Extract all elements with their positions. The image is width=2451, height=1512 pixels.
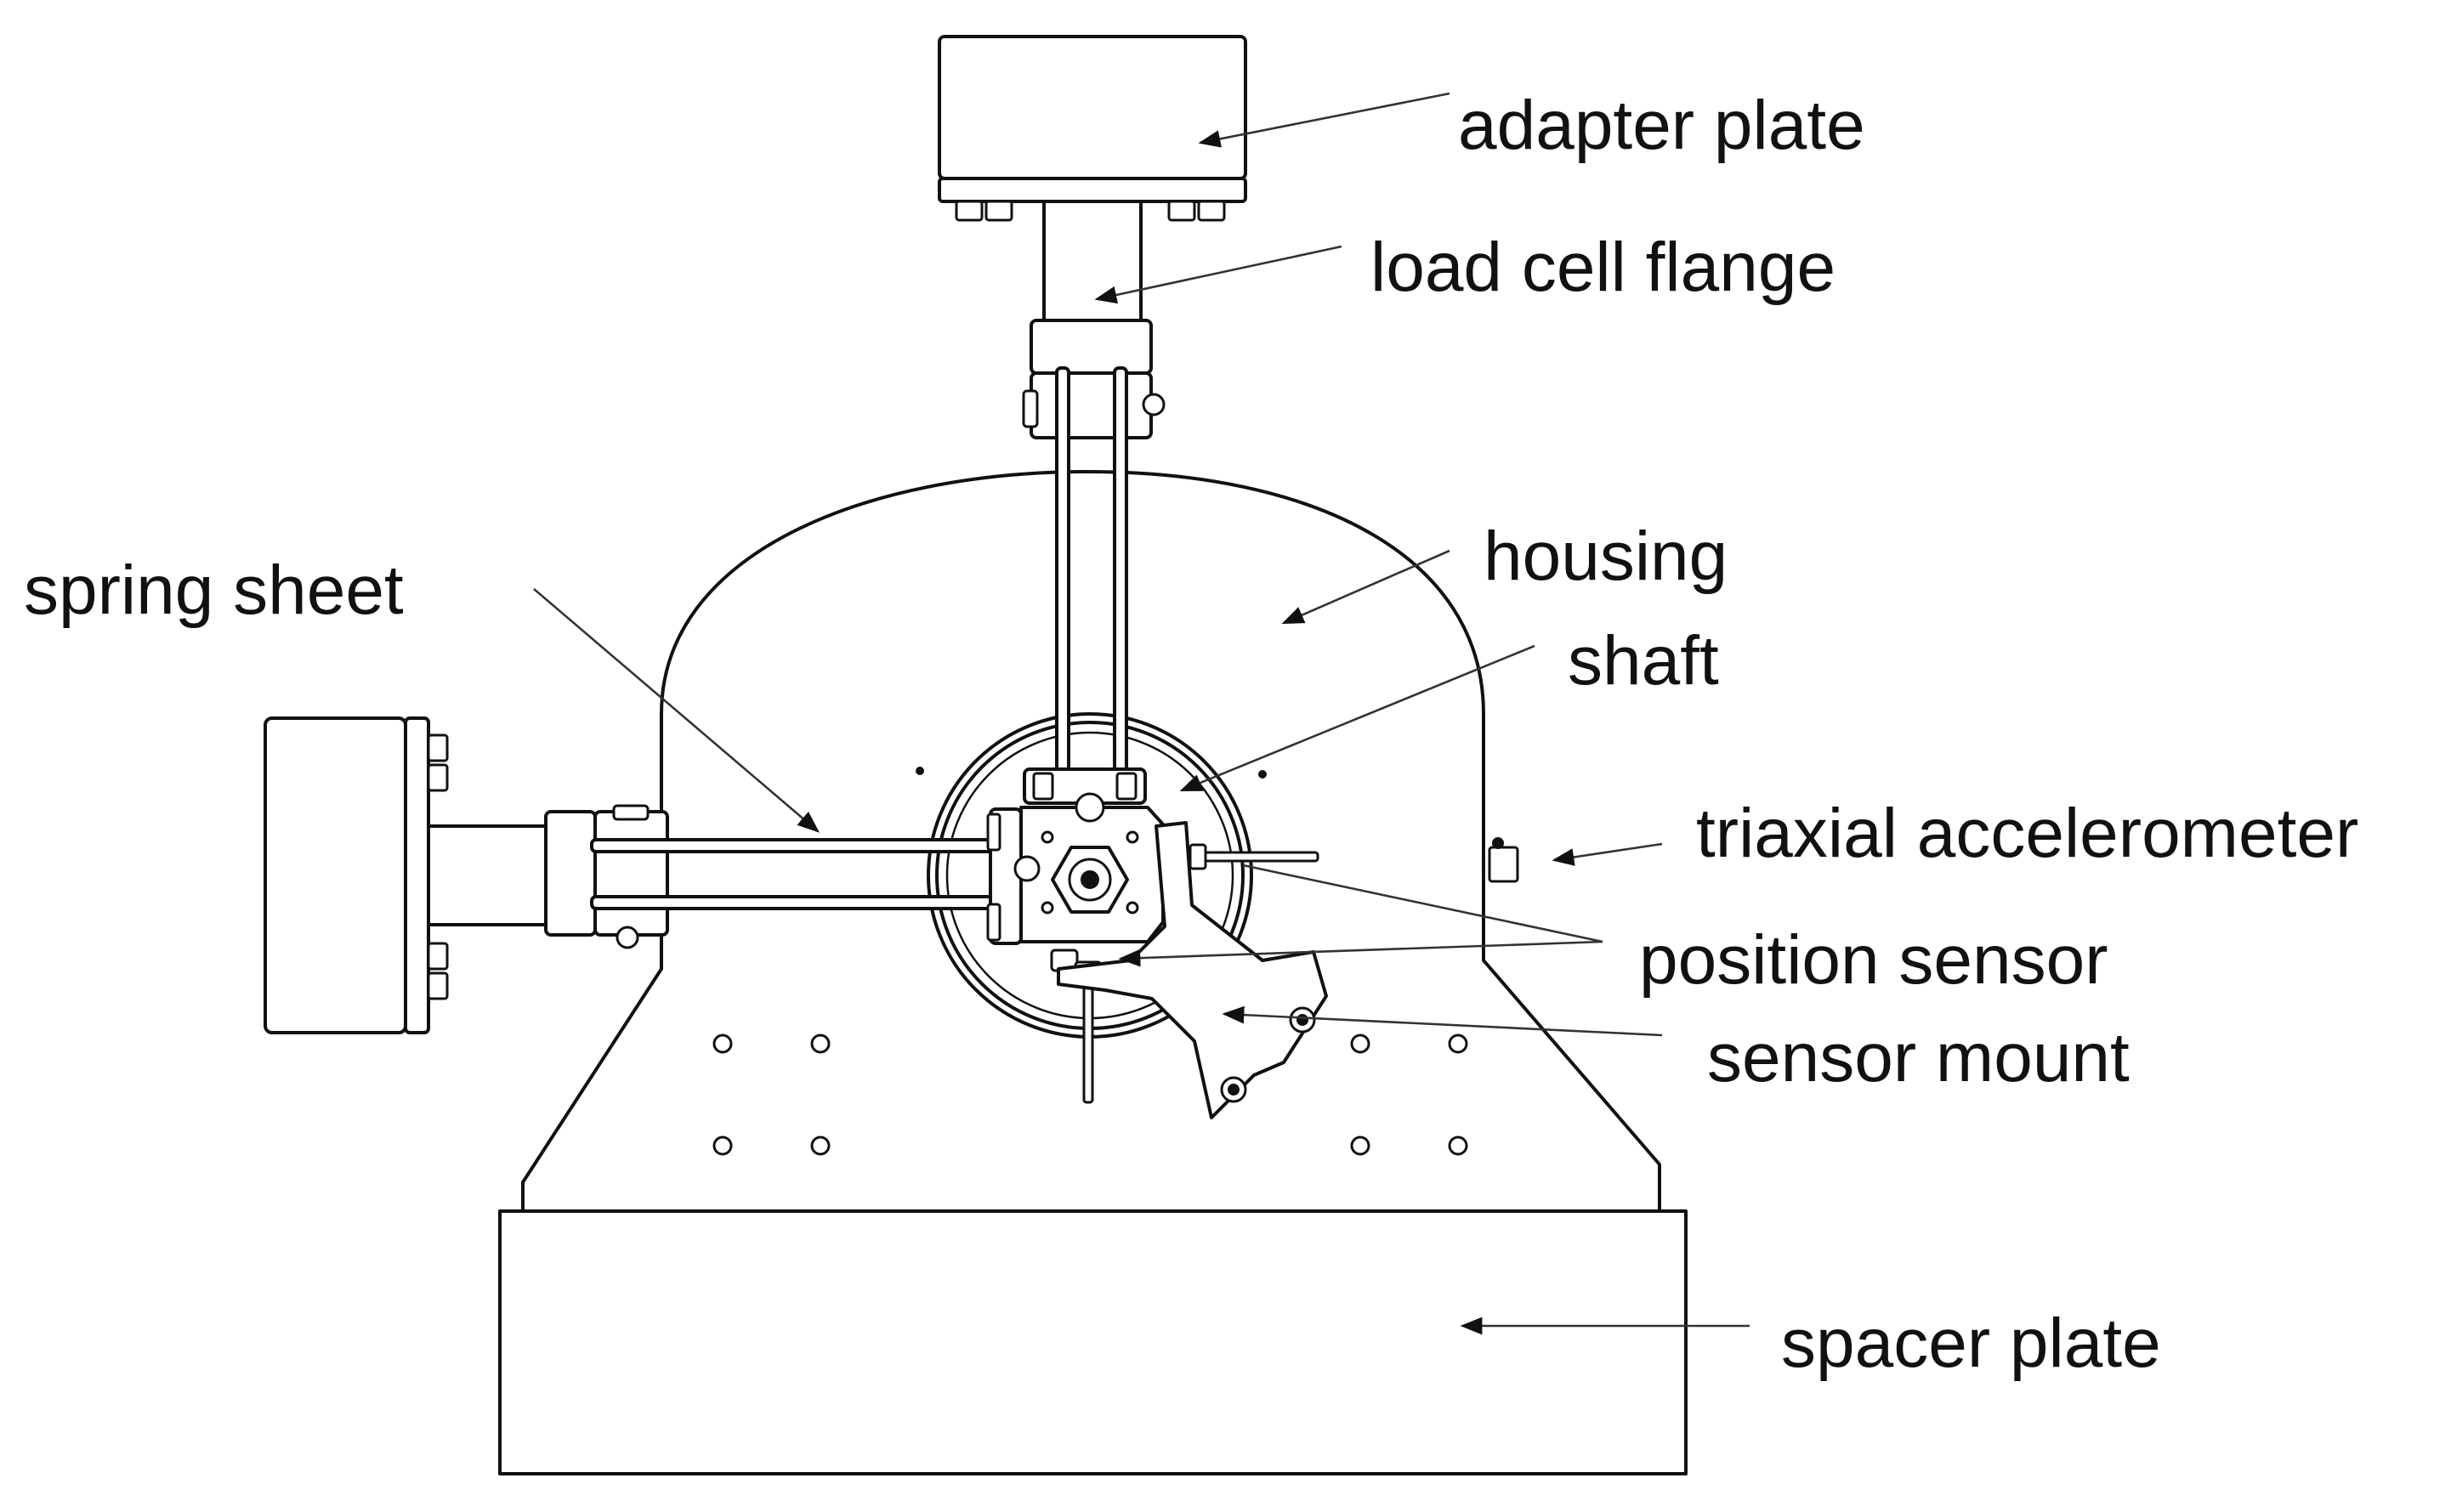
position-sensor-right [1189,843,1319,870]
leader-load-cell-flange [1094,245,1342,304]
leader-shaft [1179,644,1535,792]
label-spacer-plate: spacer plate [1781,1305,2161,1382]
adapter-plate-left [264,716,449,1034]
leader-triaxial-accelerometer [1552,842,1663,866]
sensor-mount-bolt [1296,1014,1308,1026]
label-shaft: shaft [1568,622,1719,699]
leader-spring-sheet [533,588,820,833]
spacer-plate [498,1209,1688,1475]
sensor-mount-bolt [1228,1084,1240,1096]
label-load-cell-flange: load cell flange [1370,229,1835,306]
leader-housing [1281,549,1450,625]
label-adapter-plate: adapter plate [1458,87,1865,164]
load-cell-flange-top [1022,200,1166,439]
housing-bolt-holes [712,1033,1468,1156]
triaxial-accelerometer [1488,837,1519,883]
label-sensor-mount: sensor mount [1707,1019,2130,1096]
label-triaxial-accelerometer: triaxial accelerometer [1696,795,2358,872]
label-position-sensor: position sensor [1639,921,2108,999]
label-spring-sheet: spring sheet [24,552,404,629]
leader-adapter-plate [1198,92,1450,148]
leader-sensor-mount [1222,1005,1663,1037]
sensor-mount [1057,821,1328,1119]
load-cell-flange-left [427,804,669,949]
label-housing: housing [1484,518,1728,595]
housing-dot [1258,770,1267,779]
shaft-hub [986,767,1165,945]
leader-position-sensor-1 [1242,864,1603,943]
leader-position-sensor-2 [1118,940,1603,967]
housing-dot [916,767,924,775]
adapter-plate [938,35,1247,222]
